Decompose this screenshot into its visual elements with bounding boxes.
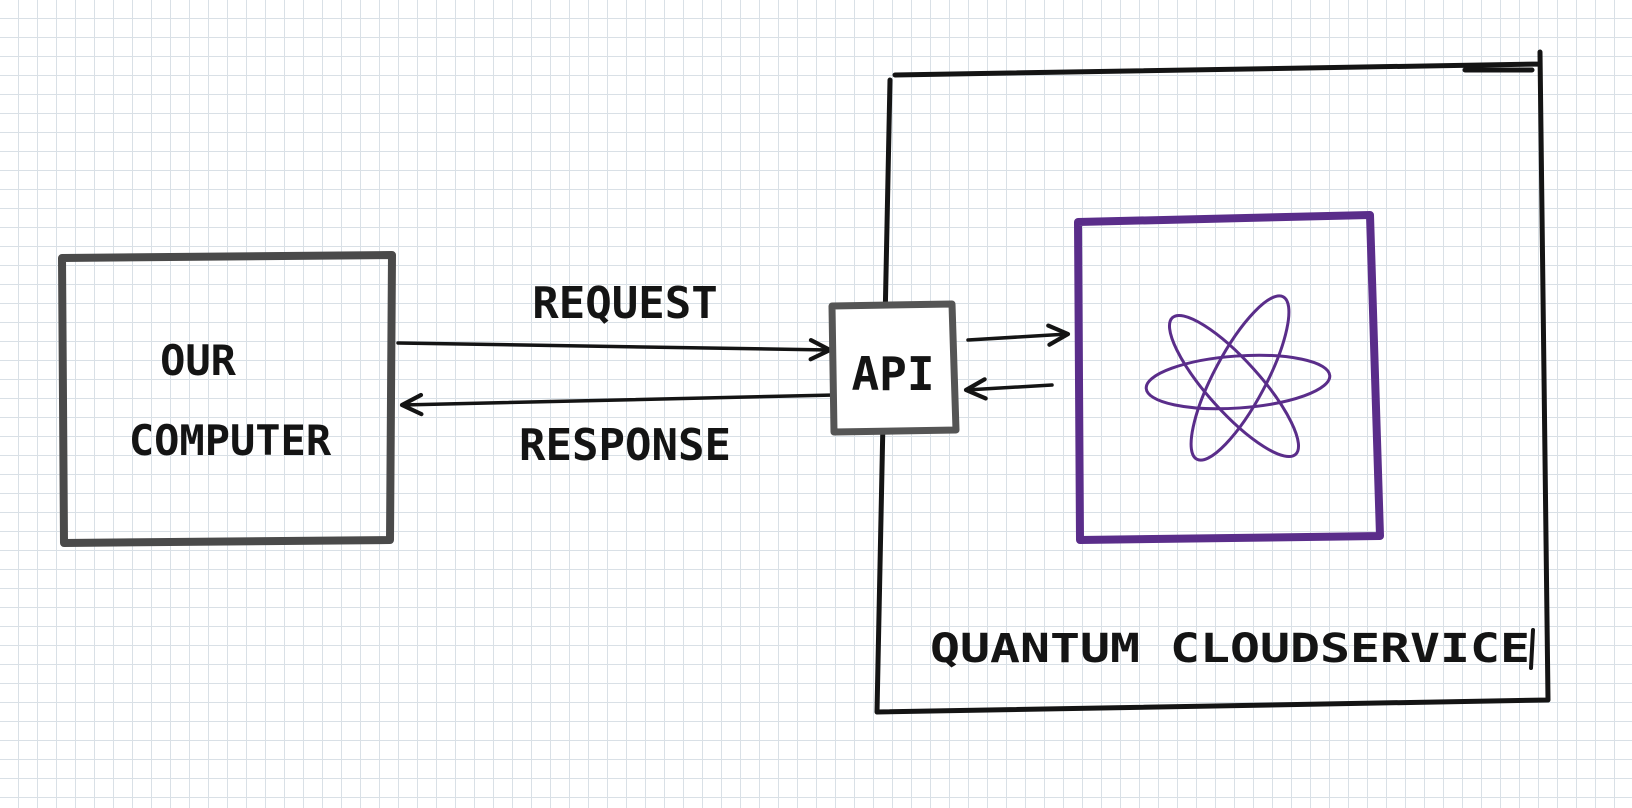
request-arrow [396,337,833,362]
atom-orbit-diagonal-b [1167,313,1301,459]
processor-to-api-arrow [963,377,1054,401]
quantum-processor-node [1074,211,1384,544]
atom-orbit-horizontal [1144,353,1332,411]
api-box [828,300,960,436]
quantum-processor-box [1074,211,1384,544]
atom-icon [1144,294,1332,462]
request-label: REQUEST [532,278,717,329]
request-edge: REQUEST [396,278,833,362]
response-arrow [399,392,837,417]
api-node: API [828,300,960,436]
quantum-cloud-service-box [874,49,1551,715]
our-computer-node: OUR COMPUTER [58,251,396,547]
quantum-cloud-service-label: QUANTUM CLOUDSERVICE [930,626,1530,672]
response-label: RESPONSE [519,420,731,471]
our-computer-label-line2: COMPUTER [129,416,332,465]
api-processor-edges [963,323,1071,401]
response-edge: RESPONSE [399,392,837,471]
our-computer-label-line1: OUR [160,336,237,385]
quantum-cloud-service-node: QUANTUM CLOUDSERVICE [874,49,1551,715]
api-label: API [851,347,934,401]
our-computer-box [58,251,396,547]
api-to-processor-arrow [966,323,1071,347]
atom-orbit-diagonal-a [1189,294,1291,462]
label-end-mark [1529,628,1535,670]
